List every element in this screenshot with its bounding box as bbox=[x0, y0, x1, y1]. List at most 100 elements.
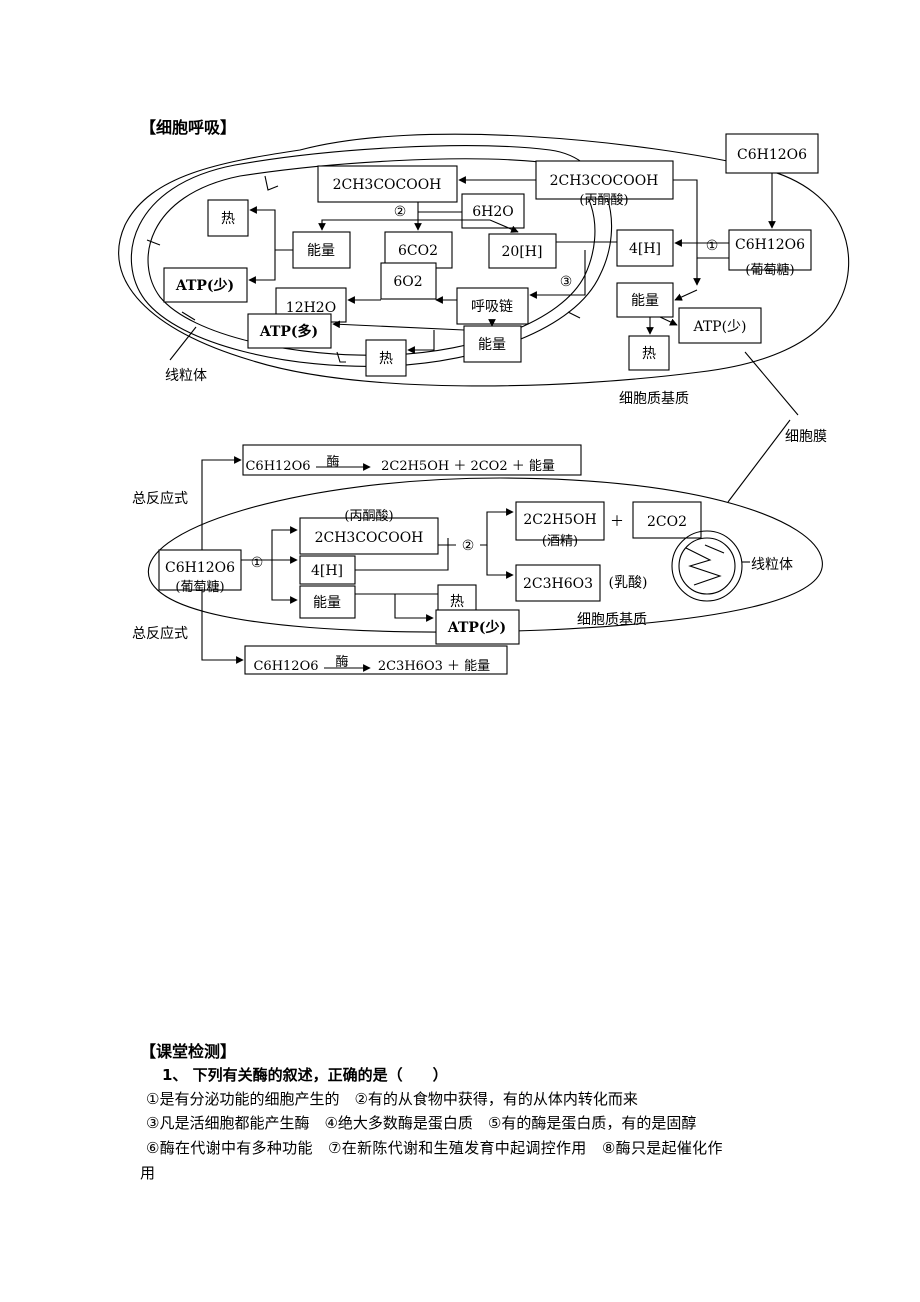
arrow-to-atp-more bbox=[332, 320, 465, 331]
h4-box bbox=[616, 229, 674, 267]
step1-marker: ① bbox=[706, 238, 719, 254]
heat2-text: 热 bbox=[379, 351, 393, 367]
heat2-box bbox=[365, 339, 407, 377]
an-pyruvate-box bbox=[299, 517, 439, 555]
an-energy-text: 能量 bbox=[313, 595, 341, 611]
arrow-to-heat2 bbox=[407, 330, 435, 354]
an-h4-text: 4[H] bbox=[311, 563, 343, 579]
pyruvate-box-mito bbox=[317, 165, 458, 203]
arrow-to-pyruvate bbox=[241, 526, 298, 561]
quiz-line-4: 用 bbox=[140, 1164, 156, 1182]
atp-less1-text: ATP(少) bbox=[175, 277, 234, 294]
ethanol-text: 2C2H5OH bbox=[523, 512, 596, 528]
line-h4-to-step2 bbox=[355, 538, 449, 571]
label-membrane: 细胞膜 bbox=[785, 429, 827, 445]
water-in-text: 6H2O bbox=[472, 204, 514, 220]
energy3-text: 能量 bbox=[478, 337, 506, 353]
glucose-box-top bbox=[725, 133, 819, 174]
quiz-line-2: ③凡是活细胞都能产生酶 ④绝大多数酶是蛋白质 ⑤有的酶是蛋白质，有的是固醇 bbox=[146, 1114, 697, 1132]
total2-label: 总反应式 bbox=[132, 625, 188, 642]
an-step2-marker: ② bbox=[462, 538, 475, 554]
crista-3 bbox=[181, 311, 196, 321]
arrow-to-atp-less2 bbox=[659, 316, 678, 326]
eq2-box bbox=[244, 645, 508, 675]
arrow-to-eq1 bbox=[201, 456, 242, 552]
label-mito-aerobic: 线粒体 bbox=[165, 368, 207, 384]
crista-4 bbox=[336, 351, 346, 363]
arrow-to-lactic bbox=[486, 545, 514, 579]
pyruvate-text-mito: 2CH3COCOOH bbox=[333, 177, 442, 193]
h20-text: 20[H] bbox=[502, 244, 543, 260]
arrow-to-heat bbox=[355, 593, 447, 607]
label-cytoplasm-anaerobic: 细胞质基质 bbox=[577, 611, 647, 628]
resp-chain-box bbox=[456, 287, 529, 325]
plus-sign: ＋ bbox=[610, 514, 624, 530]
an-pyruvate-note: (丙酮酸) bbox=[344, 509, 393, 524]
an-atp-box bbox=[435, 609, 520, 645]
arrow-to-eq2 bbox=[201, 590, 244, 664]
an-atp-text: ATP(少) bbox=[447, 619, 506, 636]
arrow-to-energy2 bbox=[674, 289, 698, 301]
step3-marker: ③ bbox=[560, 274, 573, 290]
arrow-to-resp-chain bbox=[529, 250, 586, 299]
resp-chain-text: 呼吸链 bbox=[471, 299, 513, 315]
arrow-to-energy1 bbox=[318, 219, 418, 231]
pointer-membrane bbox=[744, 351, 799, 416]
an-glucose-text: C6H12O6 bbox=[165, 560, 235, 576]
label-cytoplasm-aerobic: 细胞质基质 bbox=[619, 390, 689, 407]
arrow-to-energy bbox=[271, 560, 298, 604]
water-out-text: 12H2O bbox=[286, 300, 336, 316]
arrow-to-atp-less1 bbox=[248, 250, 276, 284]
glucose-box-mid bbox=[728, 229, 812, 271]
quiz-line-3: ⑥酶在代谢中有多种功能 ⑦在新陈代谢和生殖发育中起调控作用 ⑧酶只是起催化作 bbox=[146, 1139, 723, 1157]
crista-2 bbox=[146, 239, 161, 246]
atp-more-box bbox=[247, 313, 332, 349]
mitochondrion-sketch bbox=[671, 530, 743, 602]
pointer-membrane-lower bbox=[727, 419, 791, 503]
pyruvate-note-cyto: (丙酮酸) bbox=[579, 193, 628, 208]
crista-1 bbox=[264, 175, 279, 191]
cell-ellipse-anaerobic bbox=[147, 477, 823, 633]
respiration-diagram: C6H12O6 C6H12O6 (葡萄糖) 2CH3COCOOH (丙酮酸) 2… bbox=[118, 133, 850, 675]
ethanol-note: (酒精) bbox=[542, 534, 578, 549]
glucose-text-top: C6H12O6 bbox=[737, 147, 807, 163]
arrow-to-ethanol bbox=[480, 508, 514, 546]
an-co2-text: 2CO2 bbox=[647, 514, 687, 530]
energy1-text: 能量 bbox=[307, 243, 335, 259]
an-glucose-box bbox=[158, 549, 242, 591]
pointer-mito bbox=[169, 326, 197, 361]
an-energy-box bbox=[299, 585, 356, 619]
h4-text: 4[H] bbox=[629, 241, 661, 257]
eq1-enzyme: 酶 bbox=[326, 454, 339, 470]
heat3-text: 热 bbox=[642, 346, 656, 362]
arrow-to-h20 bbox=[418, 219, 519, 233]
heat1-text: 热 bbox=[221, 211, 235, 227]
eq1-box bbox=[242, 444, 582, 476]
section-title-cell-respiration: 【细胞呼吸】 bbox=[140, 118, 237, 137]
line-glucose-to-pyruvate bbox=[673, 179, 729, 259]
co2-text: 6CO2 bbox=[398, 243, 438, 259]
an-heat-text: 热 bbox=[450, 594, 464, 610]
atp-less2-box bbox=[678, 307, 762, 344]
ethanol-box bbox=[515, 501, 605, 541]
lactic-note: (乳酸) bbox=[609, 575, 648, 591]
energy3-box bbox=[463, 325, 522, 363]
atp-less1-box bbox=[163, 267, 248, 303]
label-mito-anaerobic: 线粒体 bbox=[751, 557, 793, 573]
co2-box bbox=[384, 231, 453, 269]
arrow-to-atp bbox=[394, 594, 434, 622]
quiz-title: 【课堂检测】 bbox=[140, 1042, 237, 1061]
an-h4-box bbox=[299, 555, 356, 585]
crista-5 bbox=[567, 311, 581, 319]
an-pyruvate-text: 2CH3COCOOH bbox=[315, 530, 424, 546]
an-glucose-note: (葡萄糖) bbox=[175, 579, 224, 595]
pyruvate-text-cyto: 2CH3COCOOH bbox=[550, 173, 659, 189]
lactic-text: 2C3H6O3 bbox=[523, 576, 593, 592]
an-step1-marker: ① bbox=[251, 555, 264, 571]
water-in-box bbox=[461, 193, 525, 229]
heat1-box bbox=[207, 199, 249, 237]
total1-label: 总反应式 bbox=[132, 490, 188, 507]
eq2-reactant: C6H12O6 bbox=[253, 659, 318, 674]
energy2-box bbox=[616, 282, 674, 318]
quiz-question-1: 1、 下列有关酶的叙述，正确的是（ ） bbox=[162, 1066, 448, 1084]
